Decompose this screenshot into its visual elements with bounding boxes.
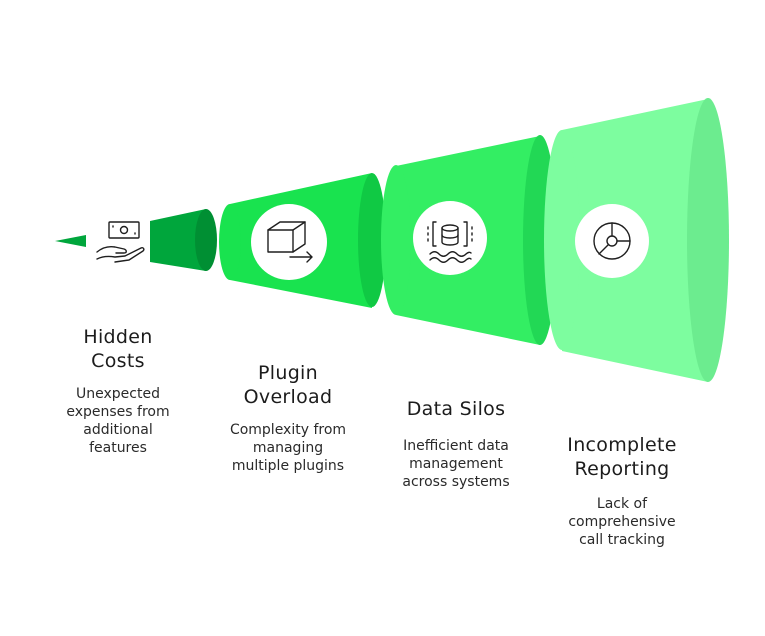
stage-plugin-overload: Plugin Overload Complexity from managing… (208, 361, 368, 475)
stage-incomplete-reporting: Incomplete Reporting Lack of comprehensi… (540, 433, 704, 549)
stage-title: Plugin Overload (243, 362, 333, 408)
stage-title: Hidden Costs (83, 326, 153, 372)
stage-title: Incomplete Reporting (567, 434, 677, 480)
stage-title: Data Silos (406, 398, 506, 420)
database-waves-icon-badge (413, 201, 487, 275)
funnel-tip (55, 235, 86, 247)
pie-chart-icon-badge (575, 204, 649, 278)
stage-description: Unexpected expenses from additional feat… (66, 386, 170, 456)
stage-description: Complexity from managing multiple plugin… (229, 422, 347, 474)
database-waves-icon (427, 221, 473, 263)
funnel-segment-hidden-costs (150, 209, 217, 271)
stage-description: Inefficient data management across syste… (402, 438, 510, 490)
money-hand-icon (96, 221, 145, 263)
stage-data-silos: Data Silos Inefficient data management a… (376, 397, 536, 491)
box-arrow-icon (267, 221, 313, 263)
stage-hidden-costs: Hidden Costs Unexpected expenses from ad… (48, 325, 188, 457)
stage-description: Lack of comprehensive call tracking (568, 496, 676, 548)
box-arrow-icon-badge (251, 204, 327, 280)
pie-chart-icon (593, 222, 631, 260)
